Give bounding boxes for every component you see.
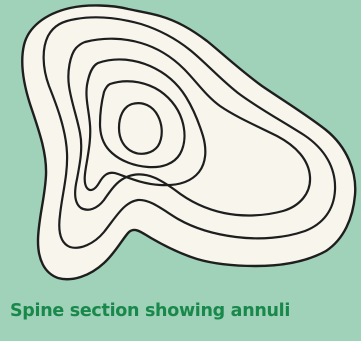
spine-section-outline xyxy=(22,5,355,279)
figure-caption: Spine section showing annuli xyxy=(10,301,355,321)
